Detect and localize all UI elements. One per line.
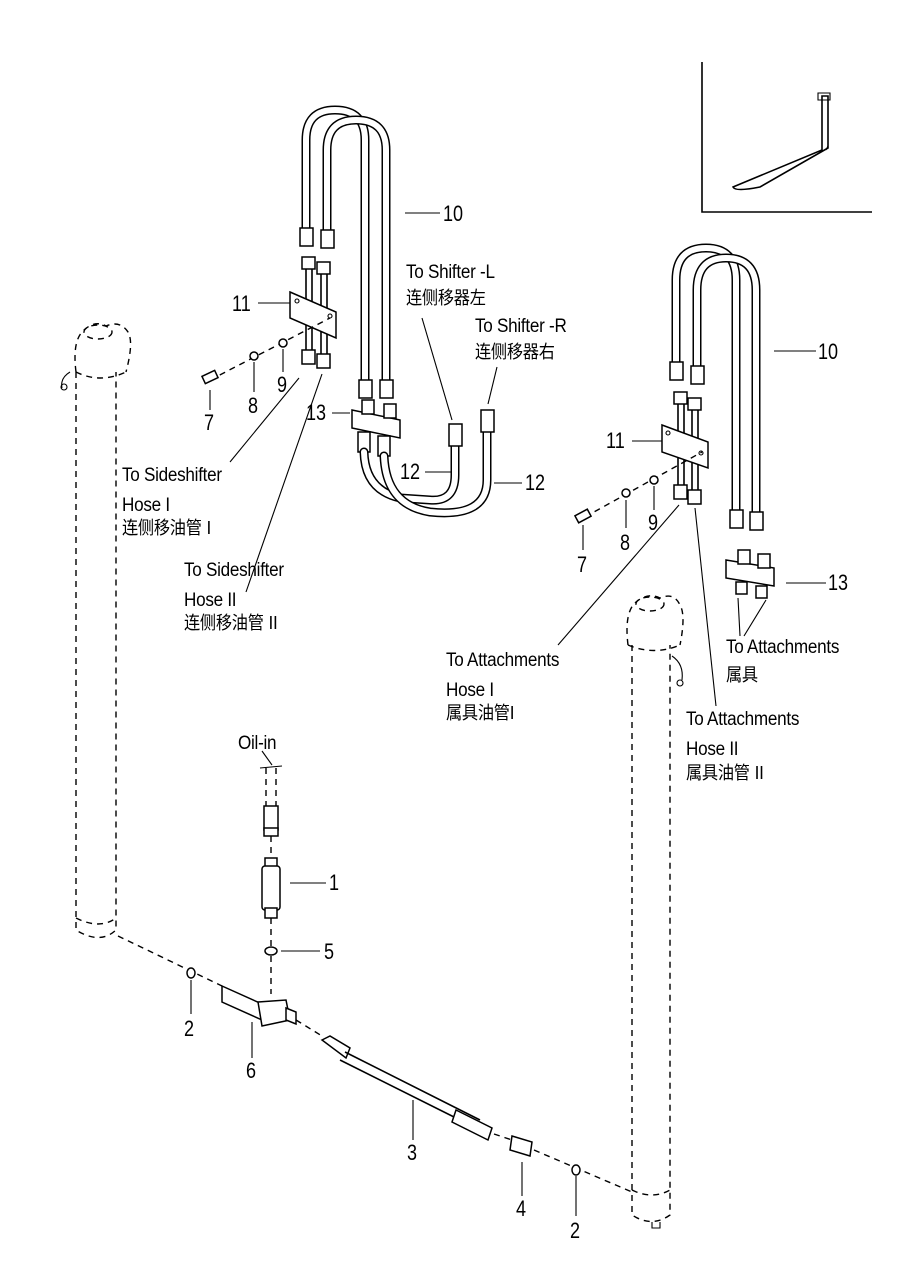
- callout-4: 4: [516, 1196, 527, 1221]
- sideshifter-hose-2-label-en2: Hose II: [184, 590, 237, 611]
- callout-13-left: 13: [306, 400, 327, 425]
- callout-7-right: 7: [577, 552, 588, 577]
- hose-assembly-right: [573, 243, 775, 599]
- callout-2-left: 2: [184, 1016, 195, 1041]
- left-lift-cylinder: [60, 323, 132, 939]
- shifter-r-label-cn: 连侧移器右: [475, 342, 555, 363]
- callout-8-left: 8: [248, 393, 259, 418]
- callout-6: 6: [246, 1058, 257, 1083]
- shifter-l-label-en: To Shifter -L: [406, 262, 495, 283]
- oil-in-label: Oil-in: [238, 733, 277, 754]
- callout-7-left: 7: [204, 410, 215, 435]
- callout-1: 1: [329, 870, 340, 895]
- shifter-r-label-en: To Shifter -R: [475, 316, 567, 337]
- callout-10-right: 10: [818, 339, 839, 364]
- shifter-l-label-cn: 连侧移器左: [406, 288, 486, 309]
- attachments-hose-2-label-cn: 属具油管 II: [686, 763, 764, 784]
- callout-12-left-a: 12: [400, 459, 421, 484]
- oil-in-filter-assembly: [259, 750, 283, 994]
- attachments-hose-2-label-en1: To Attachments: [686, 709, 800, 730]
- callout-8-right: 8: [620, 530, 631, 555]
- callout-5: 5: [324, 939, 335, 964]
- attachments-hose-1-label-cn: 属具油管I: [446, 703, 515, 724]
- callout-13-right: 13: [828, 570, 849, 595]
- attachments-hose-2-label-en2: Hose II: [686, 739, 739, 760]
- attachments-hose-1-label-en2: Hose I: [446, 680, 494, 701]
- hose-assembly-left: [200, 105, 495, 518]
- sideshifter-hose-2-label-en1: To Sideshifter: [184, 560, 284, 581]
- callout-2-right: 2: [570, 1218, 581, 1243]
- callout-12-left-b: 12: [525, 470, 546, 495]
- crossover-line-assembly: [117, 935, 633, 1193]
- callout-9-right: 9: [648, 510, 659, 535]
- callout-3: 3: [407, 1140, 418, 1165]
- attachments-label-en: To Attachments: [726, 637, 840, 658]
- sideshifter-hose-2-label-cn: 连侧移油管 II: [184, 613, 278, 634]
- sideshifter-hose-1-label-cn: 连侧移油管 I: [122, 518, 212, 539]
- sideshifter-hose-1-label-en1: To Sideshifter: [122, 465, 222, 486]
- attachments-label-cn: 属具: [726, 665, 758, 686]
- leader-lines: [190, 212, 826, 1216]
- callout-10-left: 10: [443, 201, 464, 226]
- sideshifter-hose-1-label-en2: Hose I: [122, 495, 170, 516]
- callout-11-left: 11: [232, 291, 251, 316]
- inset-fork-view: [701, 62, 872, 213]
- right-lift-cylinder: [626, 595, 684, 1229]
- attachments-hose-1-label-en1: To Attachments: [446, 650, 560, 671]
- callout-9-left: 9: [277, 372, 288, 397]
- callout-11-right: 11: [606, 428, 625, 453]
